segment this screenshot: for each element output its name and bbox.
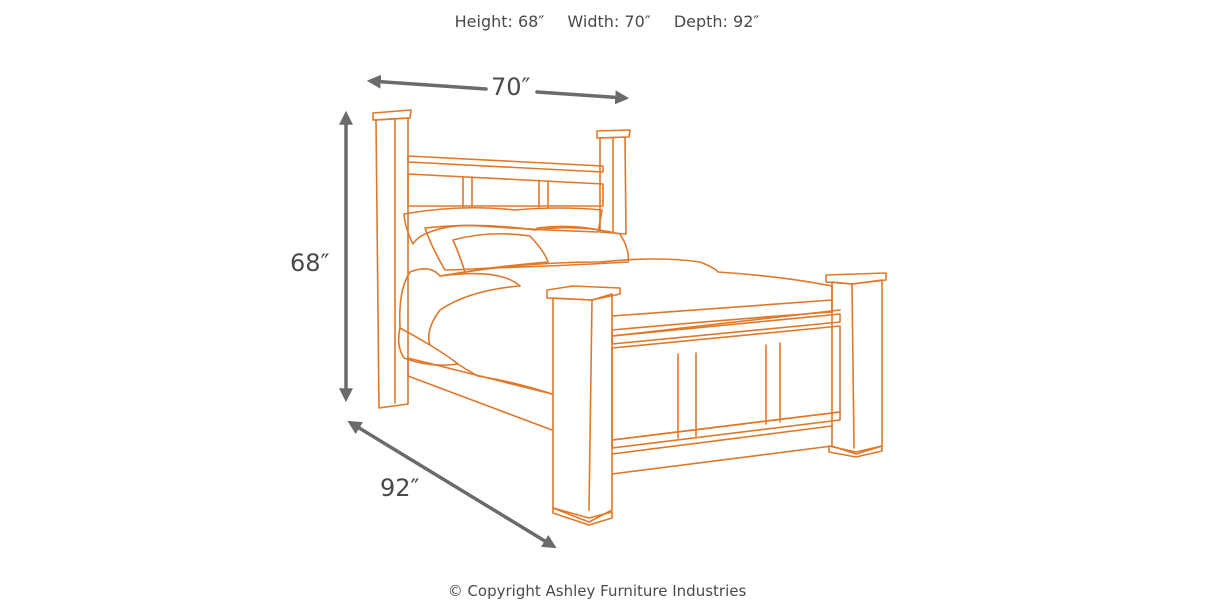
footboard-right-post xyxy=(825,272,887,458)
width-spec: Width: 70″ xyxy=(567,12,651,31)
headboard-right-post xyxy=(596,129,631,235)
headboard-left-post xyxy=(372,109,412,409)
width-label: 70″ xyxy=(491,73,531,101)
bed-illustration xyxy=(372,109,887,526)
copyright-notice: © Copyright Ashley Furniture Industries xyxy=(447,582,747,600)
duvet xyxy=(397,258,841,395)
width-arrow xyxy=(366,74,630,105)
headboard-panel xyxy=(407,155,604,208)
depth-label: 92″ xyxy=(380,474,420,502)
dimension-summary: Height: 68″ Width: 70″ Depth: 92″ xyxy=(0,12,1214,31)
pillows xyxy=(403,206,630,273)
depth-spec: Depth: 92″ xyxy=(673,12,760,31)
footboard-panel xyxy=(611,313,841,475)
height-label: 68″ xyxy=(290,249,330,277)
depth-arrow xyxy=(347,420,557,549)
height-spec: Height: 68″ xyxy=(454,12,545,31)
side-rail xyxy=(407,357,553,431)
footboard-left-post xyxy=(546,285,621,526)
